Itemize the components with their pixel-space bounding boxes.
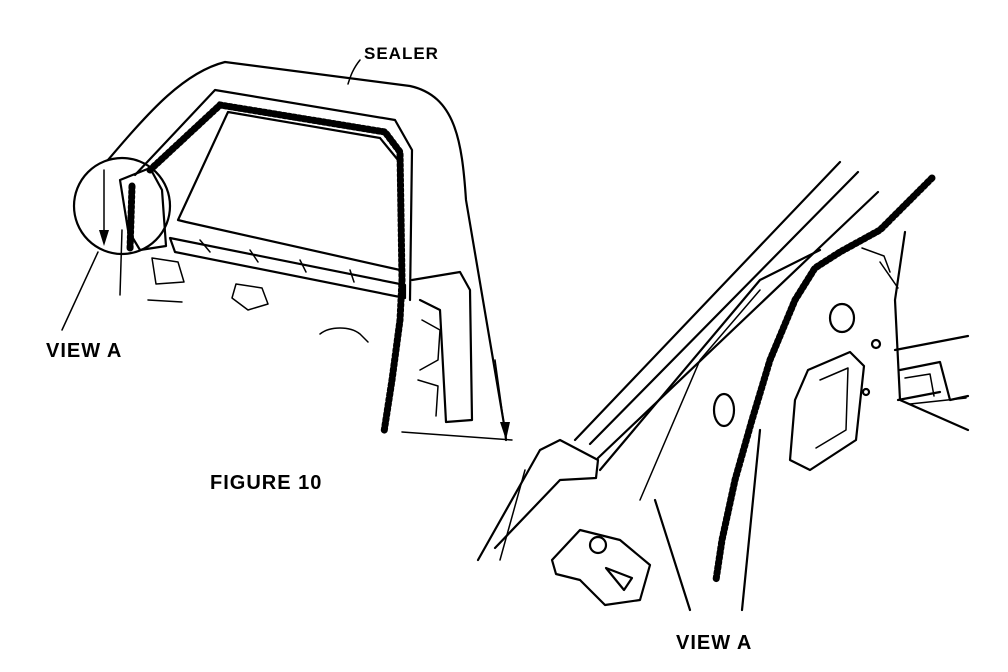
pillar-edge-right — [893, 230, 970, 432]
panel-cutout-3 — [147, 299, 369, 343]
pillar-edge-inner — [639, 289, 761, 501]
door-belt-detail — [199, 239, 355, 283]
sealer-outline — [106, 60, 508, 442]
pillar-pocket-inner — [815, 367, 849, 449]
rail-tabs — [861, 247, 899, 289]
panel-cutout-1 — [151, 257, 185, 285]
a-pillar-front — [596, 190, 880, 460]
side-panel — [893, 334, 970, 402]
view-a-callout-label: VIEW A — [46, 340, 123, 362]
door-frame-overview — [61, 59, 513, 442]
pillar-hole-small — [870, 338, 882, 350]
a-pillar-bead — [126, 182, 136, 254]
pillar-pocket — [788, 350, 866, 472]
pillar-hole-2 — [828, 302, 856, 334]
right-arrow-head — [500, 422, 510, 440]
b-pillar-inner — [417, 319, 441, 417]
bracket-slot — [604, 566, 634, 592]
lower-bracket — [550, 528, 652, 607]
roof-rail-inner — [588, 170, 860, 446]
sealer-label: SEALER — [364, 44, 439, 63]
pillar-hole-small-2 — [861, 387, 871, 397]
sealer-bead-detail — [712, 174, 936, 584]
bracket-hole — [588, 535, 608, 555]
sill-line-2 — [499, 469, 526, 561]
right-arrow-line — [494, 359, 506, 433]
roof-rail-outer — [573, 160, 842, 442]
door-belt — [168, 236, 407, 300]
panel-cutout-2 — [231, 283, 269, 311]
sealer-bead-top — [146, 101, 406, 436]
pillar-hole-1 — [712, 392, 736, 428]
window-frame-outer — [133, 88, 414, 302]
pillar-lower — [653, 428, 762, 612]
figure-caption: FIGURE 10 — [210, 472, 323, 494]
sill-lines — [476, 438, 600, 562]
b-pillar — [410, 270, 474, 424]
callout-arrow-1-head — [99, 230, 109, 246]
sealer-leader-line — [347, 59, 361, 85]
view-a-leader-line — [61, 251, 99, 331]
view-a-detail-label: VIEW A — [676, 632, 753, 654]
callout-arrow-2 — [119, 229, 123, 296]
base-line — [401, 431, 513, 441]
pillar-edge-left — [598, 248, 822, 472]
side-panel-detail — [904, 373, 967, 405]
view-a-detail-drawing — [476, 160, 970, 612]
